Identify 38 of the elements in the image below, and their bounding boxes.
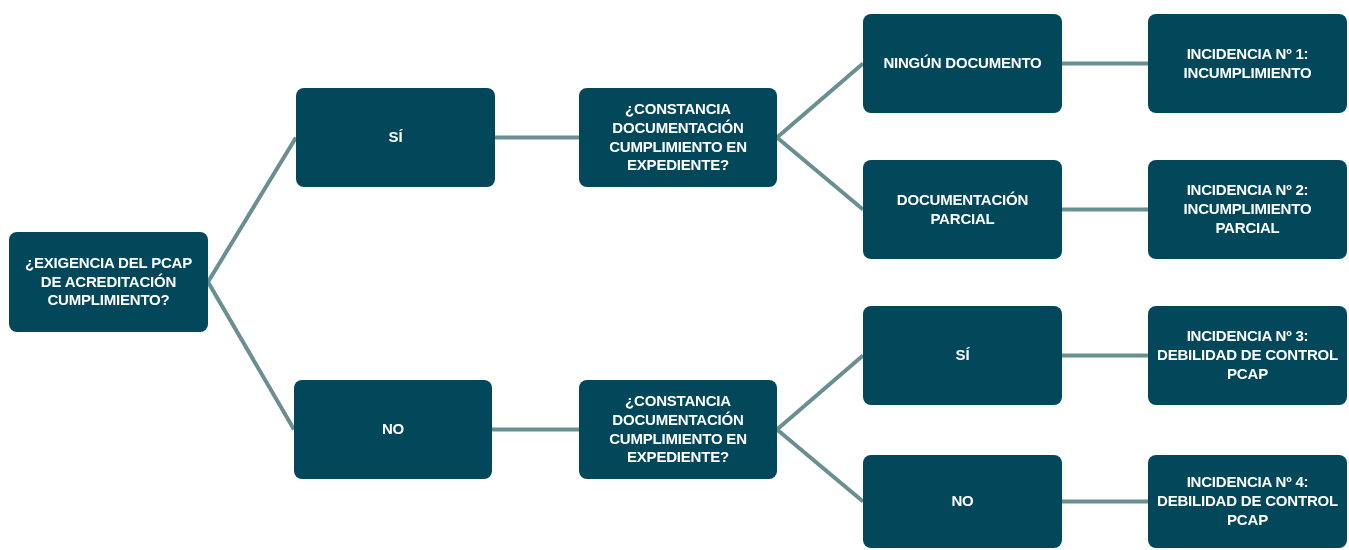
decision-box: [863, 455, 1062, 548]
box-label: NO: [951, 492, 974, 511]
box-label: ¿CONSTANCIA DOCUMENTACIÓN CUMPLIMIENTO EN EXPEDIENTE?: [608, 100, 748, 175]
decision-box: [863, 306, 1062, 405]
box-label: NINGÚN DOCUMENTO: [883, 54, 1042, 73]
decision-box: [294, 380, 492, 479]
connector-line: [1062, 499, 1148, 504]
box-label: INCIDENCIA Nº 3: DEBILIDAD DE CONTROL PCAP: [1156, 327, 1339, 384]
connector-line: [492, 427, 579, 432]
connector-line: [495, 135, 579, 140]
connector-line: [775, 135, 865, 212]
box-label: INCIDENCIA Nº 2: INCUMPLIMIENTO PARCIAL: [1182, 181, 1313, 238]
connector-line: [775, 354, 865, 431]
connector-line: [775, 427, 865, 504]
decision-box: [579, 88, 777, 187]
connector-line: [1062, 61, 1148, 66]
connector-line: [775, 62, 865, 139]
decision-box: [579, 380, 777, 479]
connector-line: [206, 136, 298, 284]
decision-box: [863, 160, 1062, 259]
box-label: NO: [381, 420, 405, 439]
decision-box: [1148, 306, 1347, 405]
decision-box: [863, 14, 1062, 113]
box-label: SÍ: [388, 128, 403, 147]
connector-line: [1062, 353, 1148, 358]
box-label: INCIDENCIA Nº 4: DEBILIDAD DE CONTROL PCAP: [1156, 473, 1339, 530]
box-label: ¿CONSTANCIA DOCUMENTACIÓN CUMPLIMIENTO EN EXPEDIENTE?: [608, 392, 748, 467]
connector-line: [1062, 207, 1148, 212]
box-label: ¿EXIGENCIA DEL PCAP DE ACREDITACIÓN CUMPLIMIENTO?: [23, 253, 194, 311]
box-label: INCIDENCIA Nº 1: INCUMPLIMIENTO: [1182, 44, 1313, 83]
decision-box: [1148, 455, 1347, 548]
decision-box: [296, 88, 495, 187]
box-label: SÍ: [955, 346, 970, 365]
decision-box: [9, 232, 208, 332]
decision-box: [1148, 160, 1347, 259]
decision-box: [1148, 14, 1347, 113]
connector-line: [206, 281, 296, 431]
box-label: DOCUMENTACIÓN PARCIAL: [895, 190, 1030, 229]
